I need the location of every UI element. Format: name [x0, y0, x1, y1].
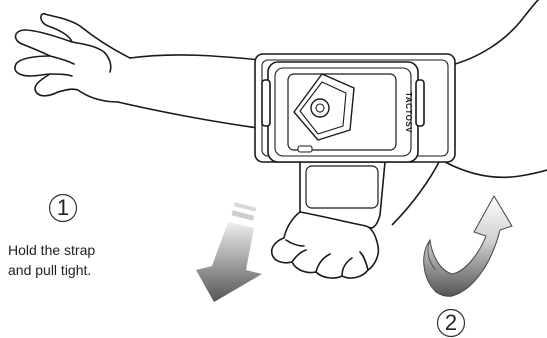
- step-2-number: 2: [444, 310, 458, 335]
- arm-outline: [14, 0, 547, 179]
- step-1-circle-icon: [48, 193, 78, 223]
- step-1-number-circle: 1: [48, 193, 78, 223]
- rotate-up-arrow: [423, 195, 513, 297]
- step-1-instruction-line1: Hold the strap: [8, 242, 96, 258]
- step-1-number: 1: [56, 195, 70, 220]
- step-1-instruction-line2: and pull tight.: [8, 262, 92, 278]
- pull-down-arrow: [196, 202, 262, 302]
- pulling-hand: [270, 211, 380, 279]
- phone-holder: [254, 53, 456, 163]
- step-2-circle-icon: [436, 308, 466, 338]
- strap: [299, 159, 441, 229]
- brand-logo: TACTOSV: [404, 92, 413, 133]
- step-2-number-circle: 2: [436, 308, 466, 338]
